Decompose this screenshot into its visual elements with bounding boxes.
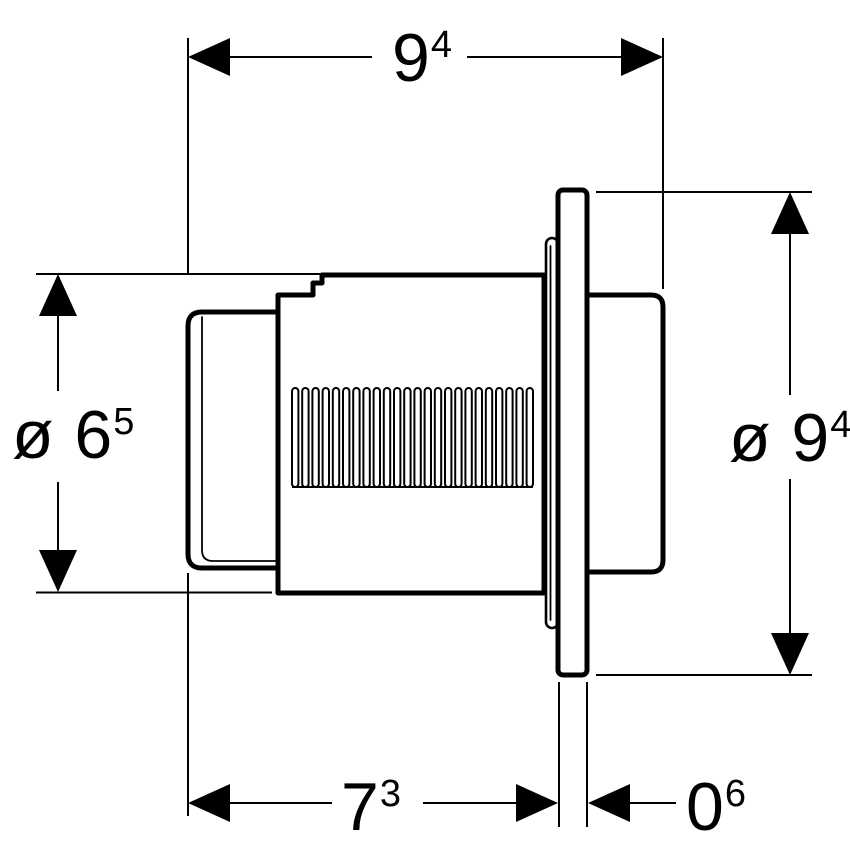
grip-rib bbox=[423, 387, 433, 488]
grip-rib bbox=[525, 387, 534, 488]
dimension-label-top: 94 bbox=[392, 20, 453, 96]
grip-rib bbox=[393, 387, 402, 488]
arrow-left-icon bbox=[588, 784, 630, 822]
flange-plate bbox=[555, 187, 590, 678]
dimension-left-diameter: ø 65 bbox=[12, 273, 321, 594]
grip-rib bbox=[382, 387, 392, 488]
grip-rib bbox=[474, 387, 484, 488]
grip-rib bbox=[433, 387, 443, 488]
dimension-right-diameter: ø 94 bbox=[596, 191, 850, 676]
grip-rib bbox=[301, 387, 310, 488]
grip-rib bbox=[484, 387, 494, 488]
arrow-left-icon bbox=[188, 38, 230, 76]
grip-rib bbox=[413, 387, 422, 488]
grip-rib bbox=[515, 387, 524, 488]
arrow-right-icon bbox=[516, 784, 558, 822]
grip-rib bbox=[495, 387, 504, 488]
button-cap bbox=[185, 309, 281, 571]
dimension-bottom-flange-thickness: 06 bbox=[588, 769, 747, 845]
dimension-label-left: ø 65 bbox=[12, 397, 135, 473]
dimension-top-width: 94 bbox=[187, 20, 664, 289]
grip-rib bbox=[291, 387, 300, 488]
dimension-label-flange-thickness: 06 bbox=[686, 769, 747, 845]
arrow-down-icon bbox=[771, 633, 809, 675]
grip-rib bbox=[505, 387, 514, 488]
arrow-up-icon bbox=[39, 274, 77, 316]
button-cap-inner-edge bbox=[201, 316, 278, 562]
arrow-down-icon bbox=[39, 550, 77, 592]
grip-rib bbox=[352, 387, 361, 488]
dimension-label-bottom-depth: 73 bbox=[341, 769, 402, 845]
grip-rib bbox=[311, 387, 320, 488]
arrow-left-icon bbox=[188, 784, 230, 822]
arrow-right-icon bbox=[621, 38, 663, 76]
grip-rib bbox=[444, 387, 453, 488]
grip-rib bbox=[454, 387, 463, 488]
grip-rib bbox=[403, 387, 412, 488]
grip-rib bbox=[362, 387, 371, 488]
grip-rib bbox=[464, 387, 473, 488]
rear-cylinder bbox=[572, 292, 666, 575]
grip-rib bbox=[331, 387, 341, 488]
dimension-label-right: ø 94 bbox=[729, 400, 850, 476]
grip-rib bbox=[321, 387, 331, 488]
arrow-up-icon bbox=[771, 192, 809, 234]
dimension-bottom-depth: 73 bbox=[187, 573, 588, 845]
part-side-view bbox=[185, 187, 666, 678]
grip-rib bbox=[372, 387, 382, 488]
grip-rib bbox=[342, 387, 351, 488]
